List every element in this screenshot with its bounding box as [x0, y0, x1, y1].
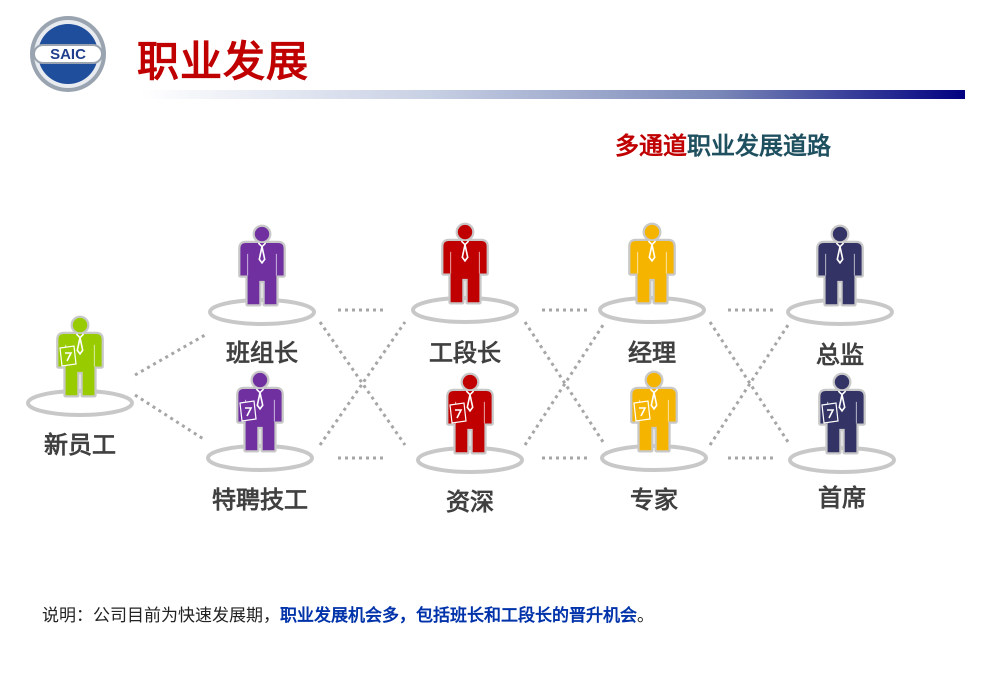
note-highlight: 职业发展机会多，包括班长和工段长的晋升机会 — [280, 606, 637, 626]
node-manager — [592, 215, 712, 324]
node-label: 总监 — [816, 341, 864, 369]
note-prefix: 说明：公司目前为快速发展期， — [42, 606, 280, 626]
subtitle-part1: 多通道 — [615, 132, 687, 160]
diagram-subtitle: 多通道职业发展道路 — [615, 126, 831, 161]
platform-ring — [786, 298, 894, 326]
node-label: 班组长 — [226, 339, 298, 367]
node-label: 资深 — [446, 488, 494, 516]
node-label: 工段长 — [429, 339, 501, 367]
platform-ring — [208, 298, 316, 326]
saic-logo: SAIC — [30, 16, 106, 92]
platform-ring — [598, 296, 706, 324]
connector — [134, 393, 206, 442]
folder-icon — [239, 400, 257, 422]
platform-ring — [416, 446, 524, 474]
person-icon — [411, 215, 519, 324]
platform-ring — [411, 296, 519, 324]
node-label: 首席 — [818, 484, 866, 512]
platform-ring — [206, 444, 314, 472]
node-expert — [594, 363, 714, 472]
folder-icon — [633, 400, 651, 422]
header-gradient-bar — [140, 90, 965, 99]
subtitle-part2: 职业发展道路 — [687, 132, 831, 160]
node-section-chief — [405, 215, 525, 324]
person-icon — [416, 365, 524, 474]
node-label: 经理 — [628, 339, 676, 367]
node-new-employee — [20, 308, 140, 417]
folder-icon — [59, 345, 77, 367]
person-icon — [598, 215, 706, 324]
node-senior — [410, 365, 530, 474]
svg-text:SAIC: SAIC — [50, 46, 86, 63]
note-suffix: 。 — [637, 606, 654, 626]
person-icon — [26, 308, 134, 417]
platform-ring — [26, 389, 134, 417]
node-special-technician — [200, 363, 320, 472]
node-team-leader — [202, 217, 322, 326]
platform-ring — [600, 444, 708, 472]
person-icon — [788, 365, 896, 474]
node-chief — [782, 365, 902, 474]
node-label: 专家 — [630, 486, 678, 514]
node-label: 新员工 — [44, 431, 116, 459]
page-title: 职业发展 — [137, 37, 310, 86]
person-icon — [206, 363, 314, 472]
person-icon — [786, 217, 894, 326]
folder-icon — [449, 402, 467, 424]
platform-ring — [788, 446, 896, 474]
node-director — [780, 217, 900, 326]
node-label: 特聘技工 — [212, 486, 308, 514]
person-icon — [208, 217, 316, 326]
note-text: 说明：公司目前为快速发展期，职业发展机会多，包括班长和工段长的晋升机会。 — [42, 601, 654, 626]
folder-icon — [821, 402, 839, 424]
connector — [134, 333, 206, 377]
person-icon — [600, 363, 708, 472]
